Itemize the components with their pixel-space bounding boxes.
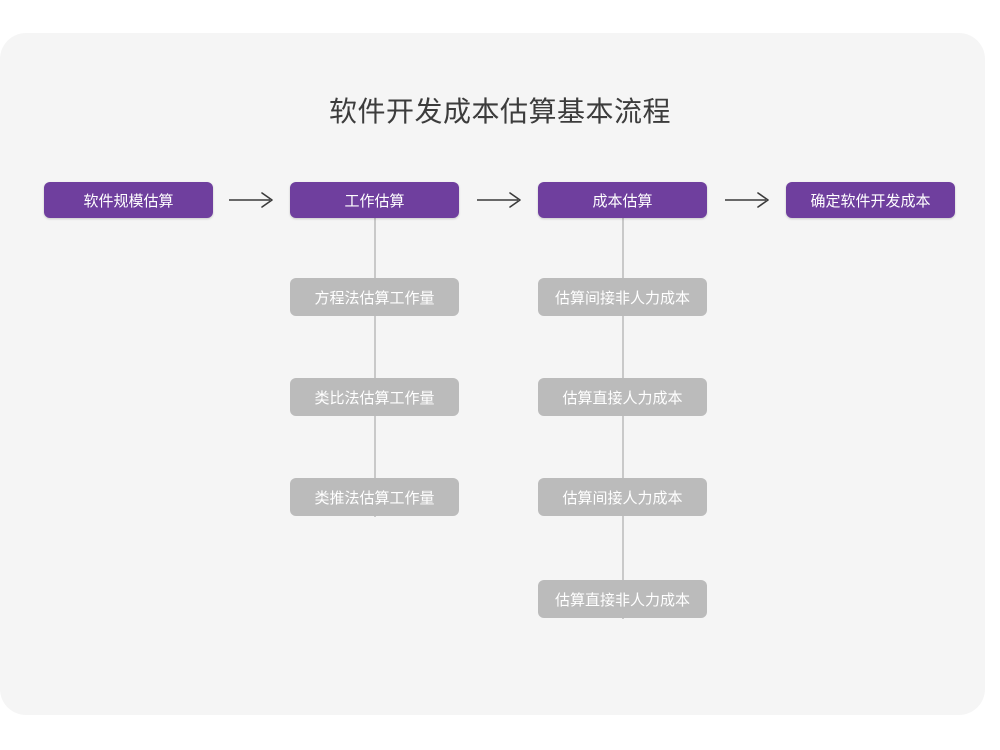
node-work-substep-inference[interactable]: 类推法估算工作量 [290, 478, 459, 516]
arrow-right-icon-2 [476, 191, 524, 209]
node-label: 估算直接非人力成本 [554, 591, 690, 609]
node-work-substep-analogy[interactable]: 类比法估算工作量 [290, 378, 459, 416]
node-label: 工作估算 [344, 192, 405, 210]
connector-line-work [374, 217, 376, 517]
node-label: 确定软件开发成本 [810, 192, 931, 210]
node-software-size-estimation[interactable]: 软件规模估算 [44, 182, 213, 218]
node-determine-development-cost[interactable]: 确定软件开发成本 [786, 182, 955, 218]
node-cost-substep-indirect-labor[interactable]: 估算间接人力成本 [538, 478, 707, 516]
node-label: 类比法估算工作量 [314, 389, 435, 407]
node-cost-substep-direct-nonlabor[interactable]: 估算直接非人力成本 [538, 580, 707, 618]
node-cost-substep-indirect-nonlabor[interactable]: 估算间接非人力成本 [538, 278, 707, 316]
node-cost-estimation[interactable]: 成本估算 [538, 182, 707, 218]
arrow-right-icon-1 [228, 191, 276, 209]
node-label: 估算直接人力成本 [562, 389, 683, 407]
node-label: 类推法估算工作量 [314, 489, 435, 507]
node-work-substep-equation[interactable]: 方程法估算工作量 [290, 278, 459, 316]
diagram-card [0, 33, 985, 715]
node-label: 方程法估算工作量 [314, 289, 435, 307]
node-label: 估算间接人力成本 [562, 489, 683, 507]
node-label: 软件规模估算 [83, 192, 174, 210]
connector-line-cost [622, 217, 624, 619]
node-label: 成本估算 [592, 192, 653, 210]
arrow-right-icon-3 [724, 191, 772, 209]
node-label: 估算间接非人力成本 [554, 289, 690, 307]
node-cost-substep-direct-labor[interactable]: 估算直接人力成本 [538, 378, 707, 416]
page-title: 软件开发成本估算基本流程 [328, 96, 671, 127]
node-work-estimation[interactable]: 工作估算 [290, 182, 459, 218]
